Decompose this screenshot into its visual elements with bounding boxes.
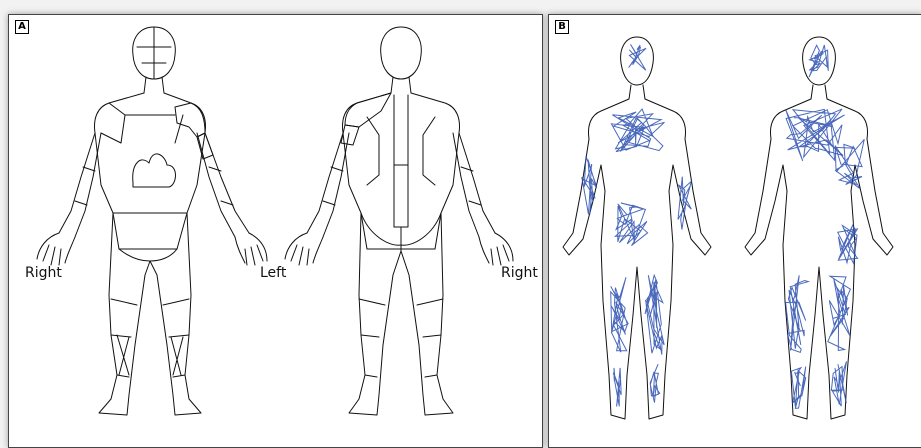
pain-scribble bbox=[582, 156, 597, 214]
front-body-figure bbox=[37, 27, 267, 415]
front-pain-scribbles bbox=[582, 44, 692, 406]
pain-scribble bbox=[809, 45, 828, 77]
back-body-figure bbox=[285, 27, 513, 415]
pain-scribble bbox=[613, 368, 621, 407]
pain-scribble bbox=[831, 361, 846, 406]
pain-scribble bbox=[791, 367, 805, 409]
segmented-body-figures bbox=[9, 15, 542, 447]
panel-b-pain-drawing: B bbox=[548, 14, 921, 448]
pain-scribble bbox=[835, 139, 864, 188]
pain-scribble bbox=[678, 177, 691, 230]
pain-scribble bbox=[645, 275, 664, 354]
pain-scribble bbox=[786, 275, 809, 352]
pain-scribble bbox=[650, 364, 660, 402]
front-shoulder-highlight bbox=[175, 103, 205, 137]
pain-scribble bbox=[611, 109, 664, 152]
pain-drawing-figures bbox=[549, 15, 921, 447]
back-pain-scribbles bbox=[786, 45, 865, 408]
pain-scribble bbox=[615, 203, 647, 246]
pain-scribble bbox=[629, 44, 647, 70]
back-shoulder-highlight bbox=[345, 93, 391, 127]
pain-scribble bbox=[611, 277, 629, 352]
panel-a-body-map: A Right Left Right bbox=[8, 14, 543, 448]
pain-scribble bbox=[828, 276, 851, 350]
